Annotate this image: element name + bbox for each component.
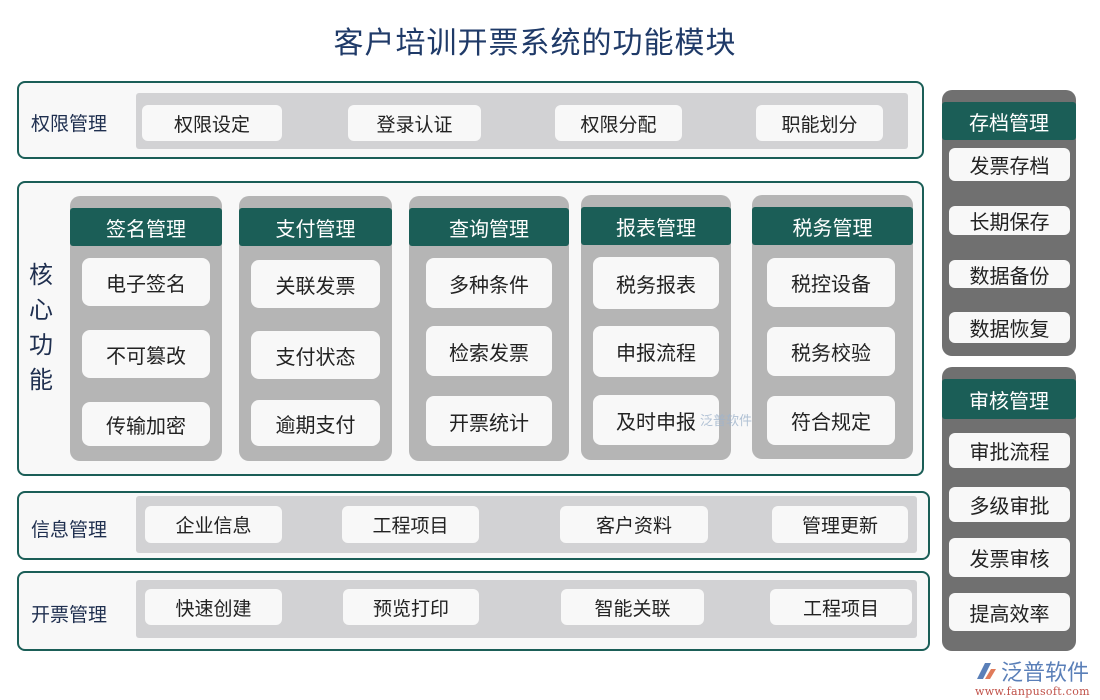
column-item[interactable]: 支付状态: [251, 331, 380, 379]
logo-url: www.fanpusoft.com: [975, 685, 1090, 698]
invoice-label: 开票管理: [31, 604, 108, 626]
permission-item[interactable]: 登录认证: [348, 105, 481, 141]
permission-label: 权限管理: [31, 113, 108, 135]
audit-title: 审核管理: [942, 379, 1076, 419]
archive-panel: 存档管理 发票存档 长期保存 数据备份 数据恢复: [942, 90, 1076, 356]
column-signature: 签名管理 电子签名 不可篡改 传输加密: [70, 196, 222, 461]
watermark: 泛普软件: [700, 414, 753, 429]
fanpu-logo-icon: [977, 663, 996, 679]
column-item[interactable]: 及时申报: [593, 395, 719, 445]
column-title: 税务管理: [752, 207, 913, 245]
info-panel: 信息管理 企业信息 工程项目 客户资料 管理更新: [17, 491, 930, 560]
info-item[interactable]: 客户资料: [560, 506, 708, 543]
page-title: 客户培训开票系统的功能模块: [333, 26, 737, 61]
column-title: 查询管理: [409, 208, 569, 246]
invoice-item[interactable]: 智能关联: [561, 589, 704, 625]
invoice-item[interactable]: 快速创建: [145, 589, 282, 625]
info-items: 企业信息 工程项目 客户资料 管理更新: [136, 496, 917, 553]
info-item[interactable]: 管理更新: [772, 506, 908, 543]
audit-item[interactable]: 发票审核: [949, 538, 1070, 577]
column-item[interactable]: 电子签名: [82, 258, 210, 306]
archive-item[interactable]: 长期保存: [949, 206, 1070, 235]
brand-logo: 泛普软件 www.fanpusoft.com: [975, 655, 1095, 698]
column-tax: 税务管理 税控设备 税务校验 符合规定: [752, 195, 913, 459]
invoice-item[interactable]: 工程项目: [770, 589, 912, 625]
column-item[interactable]: 税务校验: [767, 327, 895, 376]
info-item[interactable]: 工程项目: [342, 506, 479, 543]
column-item[interactable]: 税控设备: [767, 258, 895, 307]
invoice-panel: 开票管理 快速创建 预览打印 智能关联 工程项目: [17, 571, 930, 651]
archive-title: 存档管理: [942, 102, 1076, 140]
column-item[interactable]: 符合规定: [767, 396, 895, 445]
column-item[interactable]: 申报流程: [593, 326, 719, 377]
column-report: 报表管理 税务报表 申报流程 及时申报: [581, 195, 731, 460]
info-label: 信息管理: [31, 519, 108, 541]
logo-name: 泛普软件: [1001, 661, 1090, 686]
column-item[interactable]: 税务报表: [593, 257, 719, 309]
column-item[interactable]: 逾期支付: [251, 400, 380, 446]
audit-panel: 审核管理 审批流程 多级审批 发票审核 提高效率: [942, 367, 1076, 651]
column-item[interactable]: 传输加密: [82, 402, 210, 446]
column-item[interactable]: 开票统计: [426, 396, 552, 446]
info-item[interactable]: 企业信息: [145, 506, 282, 543]
permission-panel: 权限管理 权限设定 登录认证 权限分配 职能划分: [17, 81, 924, 159]
archive-item[interactable]: 数据恢复: [949, 312, 1070, 343]
column-query: 查询管理 多种条件 检索发票 开票统计: [409, 196, 569, 461]
column-title: 签名管理: [70, 208, 222, 246]
column-title: 支付管理: [239, 208, 392, 246]
column-payment: 支付管理 关联发票 支付状态 逾期支付: [239, 196, 392, 461]
archive-item[interactable]: 数据备份: [949, 260, 1070, 288]
permission-item[interactable]: 权限分配: [555, 105, 682, 141]
column-item[interactable]: 不可篡改: [82, 330, 210, 378]
column-title: 报表管理: [581, 207, 731, 245]
audit-item[interactable]: 提高效率: [949, 593, 1070, 631]
permission-item[interactable]: 权限设定: [142, 105, 282, 141]
core-label: 核心功能: [29, 261, 53, 394]
column-item[interactable]: 关联发票: [251, 260, 380, 308]
audit-item[interactable]: 审批流程: [949, 433, 1070, 468]
archive-item[interactable]: 发票存档: [949, 148, 1070, 181]
column-item[interactable]: 多种条件: [426, 258, 552, 308]
column-item[interactable]: 检索发票: [426, 326, 552, 376]
invoice-item[interactable]: 预览打印: [343, 589, 479, 625]
permission-item[interactable]: 职能划分: [756, 105, 883, 141]
audit-item[interactable]: 多级审批: [949, 487, 1070, 522]
invoice-items: 快速创建 预览打印 智能关联 工程项目: [136, 580, 917, 638]
permission-items: 权限设定 登录认证 权限分配 职能划分: [136, 93, 908, 149]
